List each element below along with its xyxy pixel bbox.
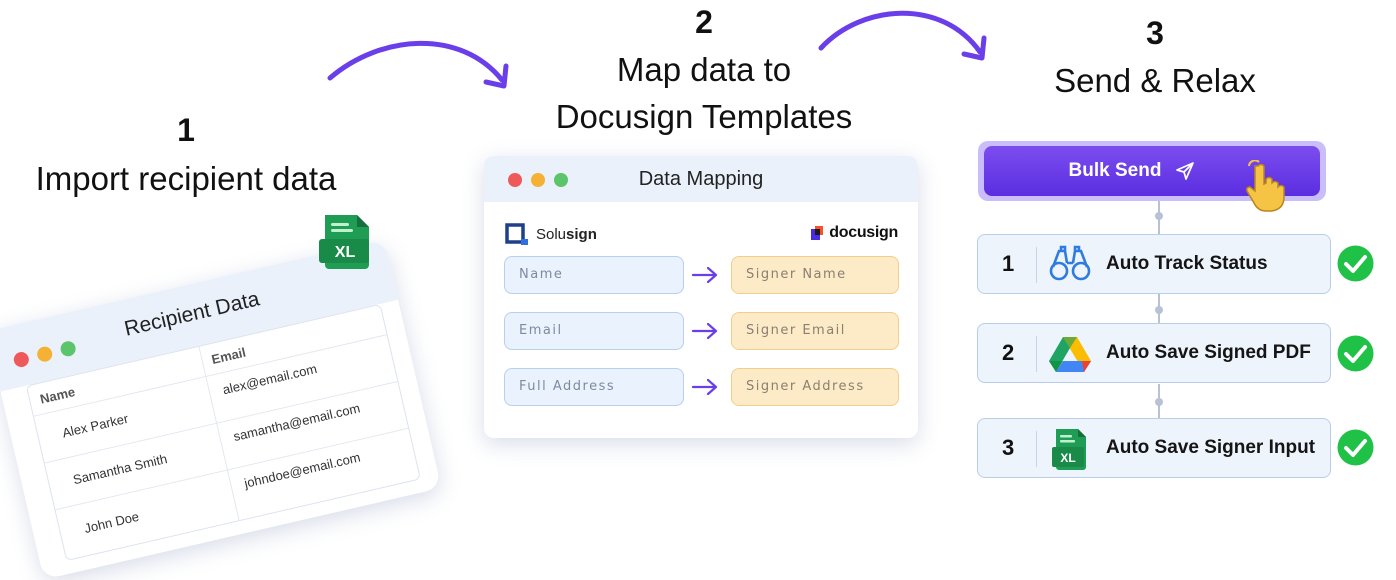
connector-dot <box>1155 212 1163 220</box>
table-cell-name: Alex Parker <box>60 410 130 441</box>
automation-label: Auto Track Status <box>1106 253 1268 274</box>
solusign-logo: Solusign <box>504 222 597 246</box>
table-cell-name: Samantha Smith <box>71 451 169 488</box>
table-cell-email: alex@email.com <box>221 361 319 398</box>
row-separator <box>1036 247 1037 283</box>
check-circle-icon <box>1337 429 1374 466</box>
check-circle-icon <box>1337 245 1374 282</box>
docusign-logo: docusign <box>809 224 898 242</box>
automation-row-track-status: 1 Auto Track Status <box>977 234 1331 294</box>
solusign-logo-prefix: Solu <box>536 225 567 243</box>
binoculars-icon <box>1049 245 1091 281</box>
step-2-title-line-1: Map data to <box>616 51 792 88</box>
automation-number: 1 <box>1002 251 1015 276</box>
pointing-hand-icon <box>1246 160 1285 212</box>
automation-row-save-signed-pdf: 2 Auto Save Signed PDF <box>977 323 1331 383</box>
source-field-full-address[interactable]: Full Address <box>504 368 684 406</box>
google-drive-icon <box>1049 337 1091 372</box>
excel-file-icon: XL <box>319 215 369 269</box>
data-mapping-card: Data Mapping Solusign docusign Name Sign… <box>484 156 918 438</box>
column-header-name: Name <box>38 384 77 407</box>
curved-arrow-step1-to-step2 <box>327 40 509 89</box>
connector-dot <box>1155 306 1163 314</box>
source-field-name[interactable]: Name <box>504 256 684 294</box>
mapping-arrow-icon <box>691 322 718 340</box>
automation-number: 3 <box>1002 435 1015 460</box>
table-cell-email: johndoe@email.com <box>242 449 362 491</box>
window-maximize-dot <box>554 173 568 187</box>
mapping-card-title: Data Mapping <box>638 168 764 190</box>
table-cell-email: samantha@email.com <box>231 400 362 445</box>
mapping-card-header: Data Mapping <box>484 156 918 202</box>
excel-xl-badge-text: XL <box>1060 451 1075 465</box>
docusign-mark-icon <box>811 226 824 240</box>
solusign-mark-icon <box>505 223 528 245</box>
window-minimize-dot <box>531 173 545 187</box>
mapping-arrow-icon <box>691 378 718 396</box>
target-field-signer-email[interactable]: Signer Email <box>731 312 899 350</box>
row-separator <box>1036 336 1037 372</box>
step-2-number: 2 <box>695 4 713 40</box>
table-cell-name: John Doe <box>82 508 141 536</box>
excel-badge-text: XL <box>335 244 356 261</box>
docusign-logo-text: docusign <box>829 224 898 241</box>
check-circle-icon <box>1337 335 1374 372</box>
mapping-arrow-icon <box>691 266 718 284</box>
step-1-title: Import recipient data <box>35 160 337 197</box>
step-1-number: 1 <box>177 112 195 148</box>
solusign-logo-suffix: sign <box>566 225 597 243</box>
column-header-email: Email <box>210 344 248 368</box>
excel-xl-icon: XL <box>1052 429 1086 470</box>
paper-plane-icon <box>1176 162 1195 180</box>
automation-label: Auto Save Signed PDF <box>1106 342 1311 363</box>
automation-row-save-signer-input: 3 XL Auto Save Signer Input <box>977 418 1331 478</box>
automation-number: 2 <box>1002 340 1015 365</box>
source-field-email[interactable]: Email <box>504 312 684 350</box>
recipient-data-card: Recipient Data Name Email Alex Parker al… <box>0 239 442 580</box>
target-field-signer-address[interactable]: Signer Address <box>731 368 899 406</box>
step-3-title: Send & Relax <box>1054 62 1256 99</box>
step-2-title-line-2: Docusign Templates <box>555 98 853 135</box>
step-3-number: 3 <box>1146 15 1164 51</box>
bulk-send-label: Bulk Send <box>1068 160 1162 181</box>
automation-label: Auto Save Signer Input <box>1106 437 1316 458</box>
connector-dot <box>1155 398 1163 406</box>
row-separator <box>1036 431 1037 467</box>
target-field-signer-name[interactable]: Signer Name <box>731 256 899 294</box>
window-close-dot <box>508 173 522 187</box>
curved-arrow-step2-to-step3 <box>818 10 987 61</box>
